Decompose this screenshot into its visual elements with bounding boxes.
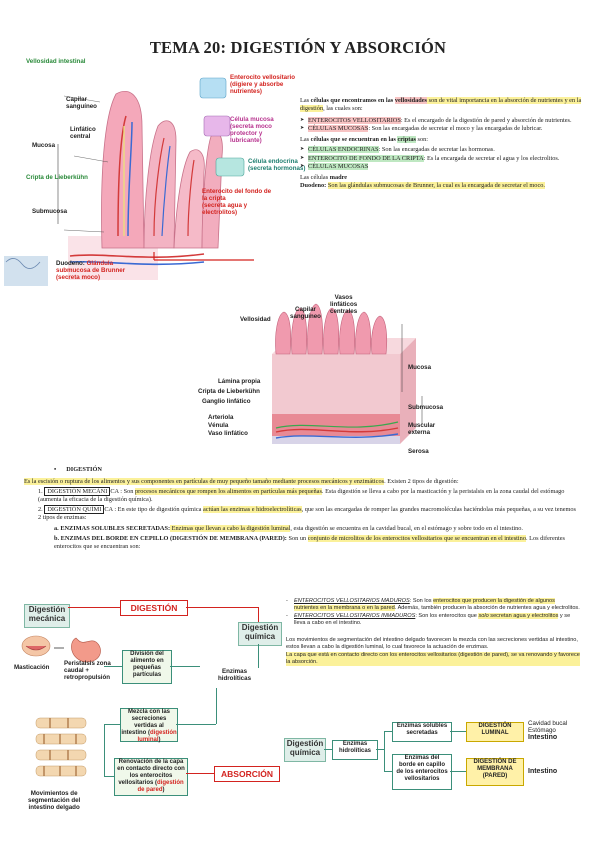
flow-mecanica: Digestión mecánica <box>24 604 70 628</box>
arrow <box>258 607 260 622</box>
label-submucosa: Submucosa <box>32 208 68 215</box>
flow2-intestino1: Intestino <box>528 734 558 741</box>
paragraph-criptas: Las células que se encuentran en las cri… <box>300 136 429 144</box>
enterocitos-text: -ENTEROCITOS VELLOSITARIOS MADUROS: Son … <box>286 598 580 666</box>
digestion-intro: Es la escisión o ruptura de los alimento… <box>24 478 459 486</box>
list-item: -ENTEROCITOS VELLOSITARIOS INMADUROS: So… <box>286 613 571 626</box>
arrow <box>104 666 122 668</box>
label-lamina: Lámina propia <box>218 378 261 385</box>
arrow <box>104 724 106 776</box>
flow-movimientos: Movimientos de segmentación del intestin… <box>28 790 81 811</box>
label-vaso: Vaso linfático <box>208 430 248 437</box>
list-item: -ENTEROCITOS VELLOSITARIOS MADUROS: Son … <box>286 598 580 611</box>
label-mucosa2: Mucosa <box>408 364 432 371</box>
intestine-wall-illustration <box>272 303 423 444</box>
label-linfatico: Linfático central <box>70 126 96 140</box>
flow2-enzimas: Enzimas hidrolíticas <box>332 740 378 760</box>
label-vellosidad: Vellosidad intestinal <box>26 58 86 65</box>
arrow <box>384 731 385 771</box>
label-arteriola: Arteriola <box>208 414 234 421</box>
label-serosa: Serosa <box>408 448 429 455</box>
flow-absorcion: ABSORCIÓN <box>214 766 280 782</box>
label-celula-endocrina: Célula endocrina (secreta hormonas) <box>248 158 306 172</box>
enzimas-borde-item: b. ENZIMAS DEL BORDE EN CEPILLO (DIGESTI… <box>54 534 565 550</box>
flow-digestion: DIGESTIÓN <box>120 600 188 616</box>
list-vellosidades: ENTEROCITOS VELLOSITARIOS: Es el encarga… <box>300 117 585 133</box>
enzimas-flow-diagram: Digestión química Enzimas hidrolíticas E… <box>282 720 590 800</box>
label-capilar: Capilar sanguíneo <box>66 96 97 110</box>
arrow <box>186 773 214 775</box>
arrow <box>186 607 258 609</box>
label-vasos: Vasos linfáticos centrales <box>330 294 358 315</box>
digestion-flow-diagram: DIGESTIÓN Digestión mecánica Digestión q… <box>8 596 284 836</box>
flow2-borde: Enzimas del borde en capillo de los ente… <box>392 754 452 790</box>
label-venula: Vénula <box>208 422 229 429</box>
enzimas-solubles-item: a. ENZIMAS SOLUBLES SECRETADAS: Enzimas … <box>54 524 523 532</box>
paragraph-madre: Las células madre <box>300 173 348 181</box>
label-cripta: Cripta de Lieberkühn <box>26 174 88 181</box>
list-item: CÉLULAS MUCOSAS: Son las encargadas de s… <box>300 125 585 133</box>
label-enterocito-fondo: Enterocito del fondo de la cripta (secre… <box>202 188 272 216</box>
digestion-section: •DIGESTIÓN Es la escisión o ruptura de l… <box>24 466 576 551</box>
paragraph-duodeno: Duodeno: Son las glándulas submucosas de… <box>300 181 545 189</box>
segmentation-illustration <box>35 717 87 777</box>
flow2-intestino2: Intestino <box>528 768 558 775</box>
label-cripta2: Cripta de Lieberkühn <box>198 388 260 395</box>
paragraph-capa: La capa que está en contacto directo con… <box>286 652 580 666</box>
arrow <box>104 776 114 778</box>
list-criptas: CÉLULAS ENDOCRINAS: Son las encargadas d… <box>300 146 585 171</box>
arrow <box>384 731 392 732</box>
flow-renovacion: Renovación de la capa en contacto direct… <box>114 758 188 796</box>
label-muscular: Muscular externa <box>408 422 436 436</box>
flow-masticacion: Masticación <box>14 664 50 671</box>
flow2-luminal: DIGESTIÓN LUMINAL <box>466 722 524 742</box>
flow2-quimica: Digestión química <box>284 738 326 762</box>
arrow <box>384 771 392 772</box>
list-item: ENTEROCITOS VELLOSITARIOS: Es el encarga… <box>300 117 585 125</box>
label-mucosa: Mucosa <box>32 142 56 149</box>
list-item: CÉLULAS MUCOSAS <box>300 162 585 171</box>
flow2-membrana: DIGESTIÓN DE MEMBRANA (PARED) <box>466 758 524 786</box>
label-duodeno: Duodeno: Glándula submucosa de Brunner (… <box>56 260 126 281</box>
label-ganglio: Ganglio linfático <box>202 398 251 405</box>
label-enterocito-vel: Enterocito vellositario (digiere y absor… <box>230 74 295 95</box>
list-item: CÉLULAS ENDOCRINAS: Son las encargadas d… <box>300 146 585 155</box>
arrow <box>258 644 260 668</box>
flow-quimica: Digestión química <box>238 622 282 646</box>
paragraph-movimientos: Los movimientos de segmentación del inte… <box>286 637 578 650</box>
label-vellosidad2: Vellosidad <box>240 316 271 323</box>
list-item: ENTEROCITO DE FONDO DE LA CRIPTA: Es la … <box>300 154 585 163</box>
flow2-cavidad: Cavidad bucal Estómago <box>528 720 568 734</box>
mouth-stomach-illustration <box>21 635 101 663</box>
flow-mezcla: Mezcla con las secreciones vertidas al i… <box>120 708 178 743</box>
intestine-wall-figure: Vasos linfáticos centrales Vellosidad Ca… <box>180 292 444 462</box>
cells-text: Las células que encontramos en las vello… <box>300 97 585 190</box>
flow-division: División del alimento en pequeñas partíc… <box>122 650 172 684</box>
flow-peristalsis: Peristalsis zona caudal + retropropulsió… <box>64 660 111 681</box>
arrow <box>170 666 200 668</box>
villus-figure: Vellosidad intestinal Capilar sanguíneo … <box>4 56 305 288</box>
page-title: TEMA 20: DIGESTIÓN Y ABSORCIÓN <box>149 38 447 57</box>
arrow <box>450 771 466 772</box>
arrow <box>68 607 120 609</box>
arrow <box>376 749 384 750</box>
arrow <box>216 688 218 724</box>
arrow <box>450 731 466 732</box>
digestion-heading: •DIGESTIÓN <box>54 466 102 473</box>
label-capilar2: Capilar sanguíneo <box>290 306 321 320</box>
paragraph-vellosidades: Las células que encontramos en las vello… <box>300 97 582 113</box>
arrow <box>176 724 216 726</box>
label-celula-mucosa: Célula mucosa (secreta moco protector y … <box>230 116 274 144</box>
flow2-solubles: Enzimas solubles secretadas <box>392 722 452 742</box>
arrow <box>104 724 120 726</box>
arrow <box>324 749 332 750</box>
villus-illustration <box>4 77 254 286</box>
label-submucosa2: Submucosa <box>408 404 444 411</box>
flow-enzimas: Enzimas hidrolíticas <box>218 668 252 682</box>
